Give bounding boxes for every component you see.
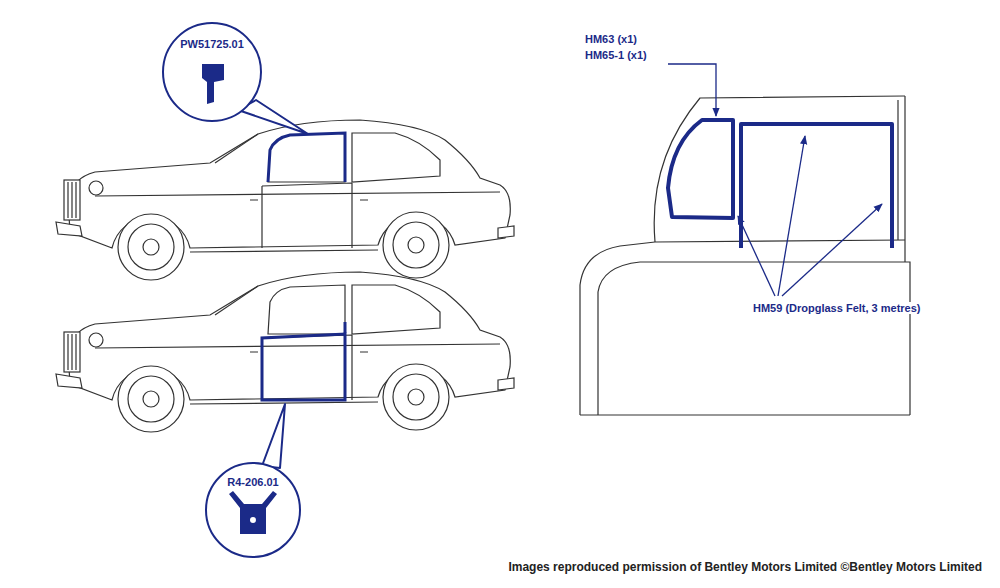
- part-label: HM59 (Dropglass Felt, 3 metres): [752, 302, 922, 314]
- illustration-path: [655, 240, 905, 242]
- illustration-path: [598, 262, 910, 415]
- seal-highlight: [268, 133, 345, 182]
- profile-icon: [229, 491, 277, 534]
- circle-border: [206, 463, 300, 557]
- illustration-path: [668, 120, 733, 218]
- felt-highlight: [668, 120, 892, 248]
- circle-border: [163, 23, 261, 121]
- copyright-caption: Images reproduced permission of Bentley …: [508, 560, 982, 574]
- illustration-path: [778, 136, 805, 296]
- profile-icon: [202, 64, 224, 104]
- car-top: [56, 120, 514, 280]
- illustration-path: [904, 96, 905, 262]
- illustration-path: [897, 100, 898, 240]
- illustration-path: [668, 64, 716, 116]
- seal-highlight: [262, 322, 345, 400]
- illustration-path: [738, 216, 775, 296]
- leader-lines: [668, 64, 882, 296]
- door-drawing: [580, 96, 910, 415]
- callout-circle: R4-206.01: [205, 462, 301, 558]
- callout-tail: [262, 404, 285, 468]
- illustration-path: [654, 96, 905, 242]
- callout-circle: PW51725.01: [162, 22, 262, 122]
- illustration-path: [580, 414, 910, 415]
- part-label: HM63 (x1): [584, 33, 638, 45]
- illustration-path: [741, 124, 892, 248]
- part-label: HM65-1 (x1): [584, 49, 648, 61]
- profile-hole: [250, 517, 256, 523]
- part-number: R4-206.01: [205, 476, 301, 488]
- seal-profile: [202, 64, 224, 104]
- circle-outline: [162, 22, 262, 122]
- seal-profile: [229, 491, 277, 534]
- illustration-path: [782, 204, 882, 296]
- part-number: PW51725.01: [162, 38, 262, 50]
